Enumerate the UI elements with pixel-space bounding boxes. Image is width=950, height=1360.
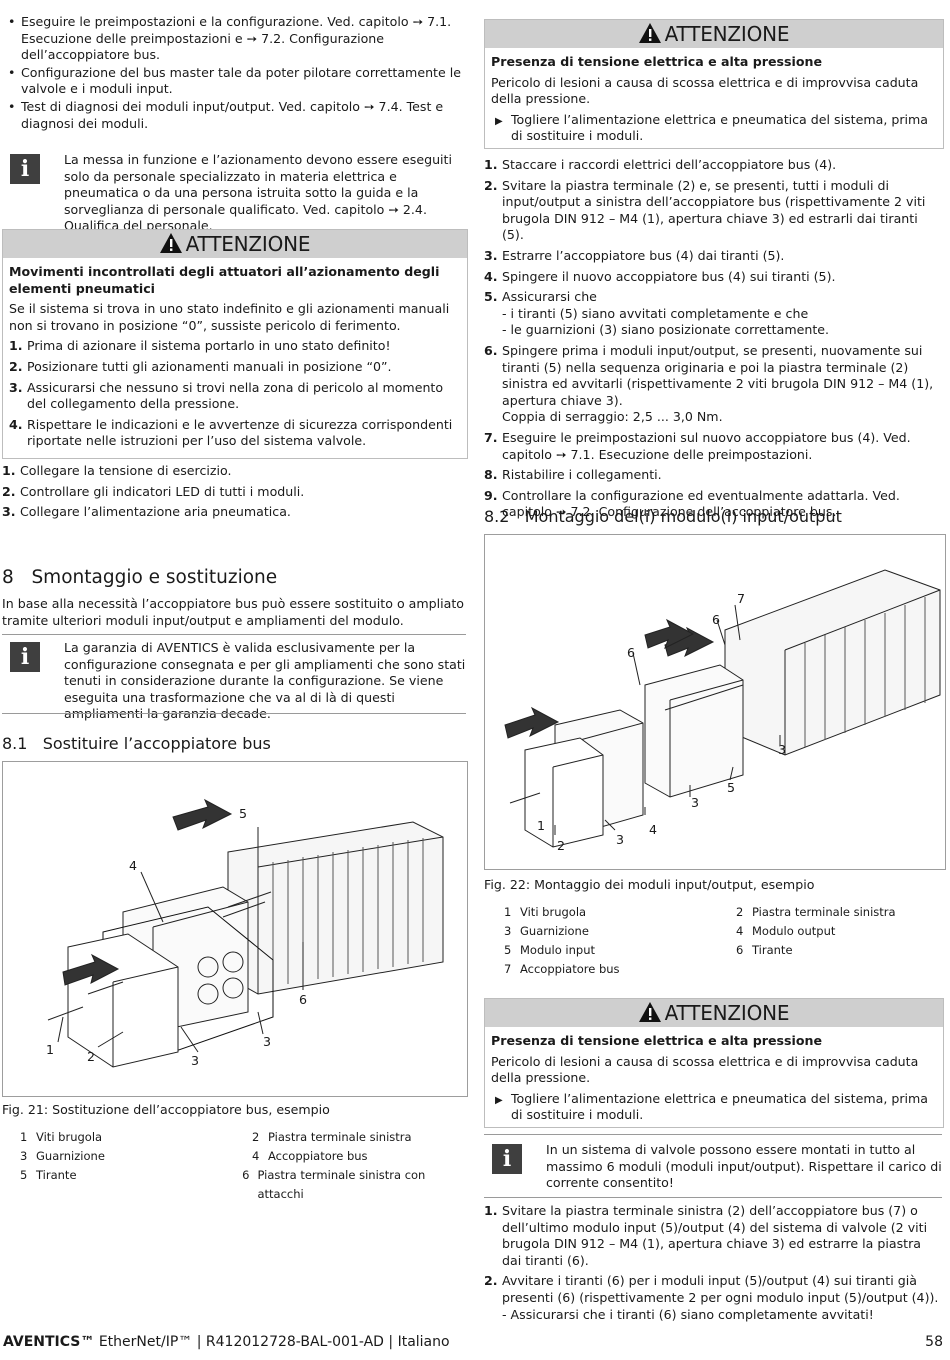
figure-label: 6 [299,992,308,1007]
warning-body: Se il sistema si trova in uno stato inde… [9,301,450,333]
list-item: 2.Controllare gli indicatori LED di tutt… [2,483,305,499]
figure-label: 3 [691,795,700,810]
info-text: La garanzia di AVENTICS è valida esclusi… [64,640,466,722]
warning-subtitle: Movimenti incontrollati degli attuatori … [9,264,440,296]
list-item: 2.Svitare la piastra terminale (2) e, se… [484,177,926,243]
footer-text: EtherNet/IP™ | R412012728-BAL-001-AD | I… [94,1334,450,1350]
list-item: Eseguire le preimpostazioni e la configu… [8,14,466,64]
list-item: 2.Avvitare i tiranti (6) per i moduli in… [484,1273,939,1322]
brand-name: AVENTICS™ [3,1334,95,1350]
warning-steps: 1.Prima di azionare il sistema portarlo … [9,338,459,450]
warning-subtitle: Presenza di tensione elettrica e alta pr… [491,1033,822,1048]
warning-subtitle: Presenza di tensione elettrica e alta pr… [491,54,822,69]
list-item: 1.Collegare la tensione di esercizio. [2,463,232,478]
list-item: 4.Spingere il nuovo accoppiatore bus (4)… [484,268,836,284]
list-item: 3.Assicurarsi che nessuno si trovi nella… [9,379,444,412]
warning-action: ▶Togliere l’alimentazione elettrica e pn… [495,1090,928,1123]
list-item: 6.Spingere prima i moduli input/output, … [484,342,934,425]
figure-label: 3 [191,1053,200,1068]
page-number: 58 [925,1334,943,1350]
list-item: 1.Svitare la piastra terminale sinistra … [484,1203,928,1268]
info-icon: i [492,1144,522,1174]
io-module-diagram [504,569,941,848]
section-text: In base alla necessità l’accoppiatore bu… [2,596,464,628]
info-text: In un sistema di valvole possono essere … [546,1142,942,1191]
figure-caption: Fig. 22: Montaggio dei moduli input/outp… [484,877,815,892]
page-footer: AVENTICS™ EtherNet/IP™ | R412012728-BAL-… [3,1334,450,1351]
figure-label: 3 [778,742,787,757]
warning-box: ATTENZIONE Presenza di tensione elettric… [484,19,944,149]
list-item: Configurazione del bus master tale da po… [8,65,466,98]
figure-label: 6 [627,645,636,660]
info-note: i La messa in funzione e l’azionamento d… [10,152,466,235]
figure-caption: Fig. 21: Sostituzione dell’accoppiatore … [2,1102,330,1117]
warning-body: Pericolo di lesioni a causa di scossa el… [491,74,919,107]
warning-title: ATTENZIONE [664,22,790,46]
figure-label: 4 [649,822,658,837]
step-list: 1.Collegare la tensione di esercizio. 2.… [2,463,466,525]
divider [484,1197,942,1198]
warning-box: ATTENZIONE Presenza di tensione elettric… [484,998,944,1128]
warning-header: ATTENZIONE [485,20,943,48]
warning-triangle-icon [638,23,661,43]
list-item: 1.Prima di azionare il sistema portarlo … [9,338,391,354]
figure-label: 2 [557,838,566,853]
subsection-heading: 8.2 Montaggio del(i) modulo(i) input/out… [484,507,842,526]
divider [484,1134,942,1135]
figure-label: 5 [727,780,736,795]
list-item: 1.Staccare i raccordi elettrici dell’acc… [484,157,837,172]
step-list: 1.Staccare i raccordi elettrici dell’acc… [484,157,942,525]
divider [2,634,466,635]
info-icon: i [10,154,40,184]
info-icon: i [10,642,40,672]
section-heading: 8 Smontaggio e sostituzione [2,567,278,588]
figure-label: 2 [87,1049,96,1064]
figure-21: 5 4 6 1 2 3 3 [2,761,468,1097]
figure-label: 1 [537,818,546,833]
warning-title: ATTENZIONE [185,232,311,256]
bus-coupler-diagram [47,798,444,1068]
list-item: 7.Eseguire le preimpostazioni sul nuovo … [484,429,911,462]
info-note: i La garanzia di AVENTICS è valida esclu… [10,640,466,723]
figure-label: 7 [737,591,746,606]
warning-header: ATTENZIONE [3,230,467,258]
arrow-right-icon: ▶ [495,1094,503,1106]
list-item: 4.Rispettare le indicazioni e le avverte… [9,416,453,449]
figure-label: 1 [46,1042,55,1057]
figure-label: 3 [616,832,625,847]
arrow-right-icon: ▶ [495,115,503,127]
warning-action: ▶Togliere l’alimentazione elettrica e pn… [495,111,928,144]
list-item: 3.Estrarre l’accoppiatore bus (4) dai ti… [484,247,785,263]
warning-header: ATTENZIONE [485,999,943,1027]
warning-body: Pericolo di lesioni a causa di scossa el… [491,1053,919,1086]
warning-title: ATTENZIONE [664,1001,790,1025]
figure-label: 4 [129,858,138,873]
bullet-list: Eseguire le preimpostazioni e la configu… [8,14,466,133]
figure-22: 7 6 6 3 5 3 4 3 1 2 [484,534,946,870]
info-text: La messa in funzione e l’azionamento dev… [64,152,452,234]
divider [2,713,466,714]
step-list: 1.Svitare la piastra terminale sinistra … [484,1203,944,1327]
figure-label: 3 [263,1034,272,1049]
list-item: Test di diagnosi dei moduli input/output… [8,99,466,132]
figure-label: 5 [239,806,248,821]
list-item: 9.Controllare la configurazione ed event… [484,487,900,520]
warning-triangle-icon [159,233,182,253]
figure-label: 6 [712,612,721,627]
list-item: 2.Posizionare tutti gli azionamenti manu… [9,358,392,374]
subsection-heading: 8.1 Sostituire l’accoppiatore bus [2,734,271,753]
list-item: 5.Assicurarsi che - i tiranti (5) siano … [484,289,830,338]
warning-triangle-icon [638,1002,661,1022]
list-item: 8.Ristabilire i collegamenti. [484,467,662,483]
warning-box: ATTENZIONE Movimenti incontrollati degli… [2,229,468,459]
info-note: i In un sistema di valvole possono esser… [492,1142,942,1192]
list-item: 3.Collegare l’alimentazione aria pneumat… [2,504,291,520]
